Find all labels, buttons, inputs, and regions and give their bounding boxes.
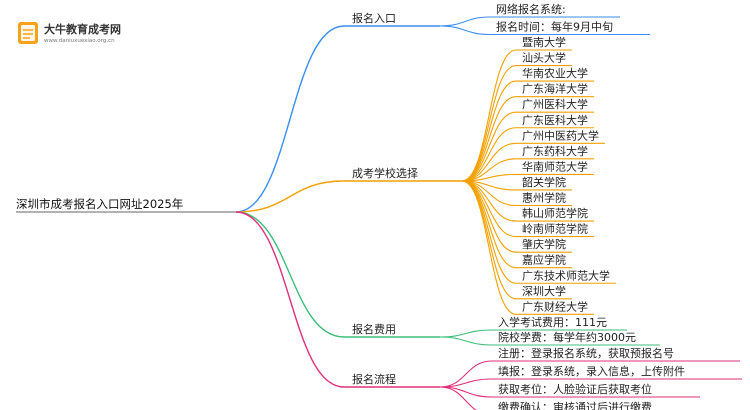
child-node: 填报：登录系统，录入信息，上传附件 bbox=[498, 364, 685, 378]
branch-2: 成考学校选择 暨南大学汕头大学华南农业大学广东海洋大学广州医科大学广东医科大学广州… bbox=[235, 35, 616, 315]
child-node: 广东药科大学 bbox=[522, 144, 588, 158]
root-topic: 深圳市成考报名入口网址2025年 bbox=[16, 197, 183, 211]
child-node: 韩山师范学院 bbox=[522, 206, 588, 220]
child-connector bbox=[461, 49, 517, 182]
child-connector bbox=[461, 180, 517, 315]
child-node: 暨南大学 bbox=[522, 35, 566, 49]
child-node: 韶关学院 bbox=[522, 175, 566, 189]
branch-1: 报名入口 网络报名系统: 报名时间：每年9月中旬 bbox=[235, 2, 650, 213]
child-node: 广东财经大学 bbox=[522, 299, 588, 313]
child-connector bbox=[439, 16, 491, 27]
child-node: 院校学费：每学年约3000元 bbox=[498, 330, 636, 344]
child-node: 华南师范大学 bbox=[522, 159, 588, 173]
book-icon bbox=[18, 22, 38, 44]
child-node: 深圳大学 bbox=[522, 284, 566, 298]
child-connector bbox=[461, 180, 517, 269]
child-node: 广东医科大学 bbox=[522, 113, 588, 127]
child-connector bbox=[439, 329, 493, 338]
branch-4: 报名流程 注册：登录报名系统，获取预报名号填报：登录系统，录入信息，上传附件获取考… bbox=[235, 211, 742, 410]
child-connector bbox=[439, 336, 493, 346]
branch-label: 报名费用 bbox=[352, 322, 396, 336]
child-node: 岭南师范学院 bbox=[522, 222, 588, 236]
branch-label: 报名入口 bbox=[352, 11, 396, 25]
child-node: 广州医科大学 bbox=[522, 97, 588, 111]
child-connector bbox=[461, 65, 517, 182]
child-node: 嘉应学院 bbox=[522, 253, 566, 267]
child-node: 惠州学院 bbox=[522, 191, 566, 205]
child-connector bbox=[461, 111, 517, 182]
child-node: 缴费确认：审核通过后进行缴费 bbox=[498, 400, 652, 410]
child-node: 汕头大学 bbox=[522, 51, 566, 65]
child-connector bbox=[461, 96, 517, 182]
branch-connector bbox=[235, 180, 345, 213]
child-connector bbox=[461, 180, 517, 284]
watermark-name: 大牛教育成考网 bbox=[44, 22, 121, 36]
branch-connector bbox=[235, 211, 345, 388]
child-node: 入学考试费用：111元 bbox=[498, 315, 607, 329]
child-node: 广东海洋大学 bbox=[522, 82, 588, 96]
child-connector bbox=[461, 80, 517, 182]
child-node: 报名时间：每年9月中旬 bbox=[496, 20, 613, 34]
branch-connector bbox=[235, 211, 345, 338]
branch-label: 成考学校选择 bbox=[352, 166, 418, 180]
child-node: 网络报名系统: bbox=[496, 2, 566, 16]
child-connector bbox=[439, 386, 477, 410]
watermark-url: www.daniuxuexiao.org.cn bbox=[44, 38, 115, 44]
child-connector bbox=[461, 142, 517, 182]
child-connector bbox=[461, 180, 517, 300]
branch-label: 报名流程 bbox=[352, 372, 396, 386]
child-connector bbox=[461, 127, 517, 182]
watermark-logo: 大牛教育成考网 www.daniuxuexiao.org.cn bbox=[18, 22, 121, 44]
branch-connector bbox=[235, 25, 345, 213]
child-connector bbox=[439, 25, 491, 36]
child-node: 广东技术师范大学 bbox=[522, 268, 610, 282]
child-node: 注册：登录报名系统，获取预报名号 bbox=[498, 346, 674, 360]
child-node: 肇庆学院 bbox=[522, 237, 566, 251]
child-node: 广州中医药大学 bbox=[522, 128, 599, 142]
child-node: 华南农业大学 bbox=[522, 66, 588, 80]
child-node: 获取考位：人脸验证后获取考位 bbox=[498, 382, 652, 396]
